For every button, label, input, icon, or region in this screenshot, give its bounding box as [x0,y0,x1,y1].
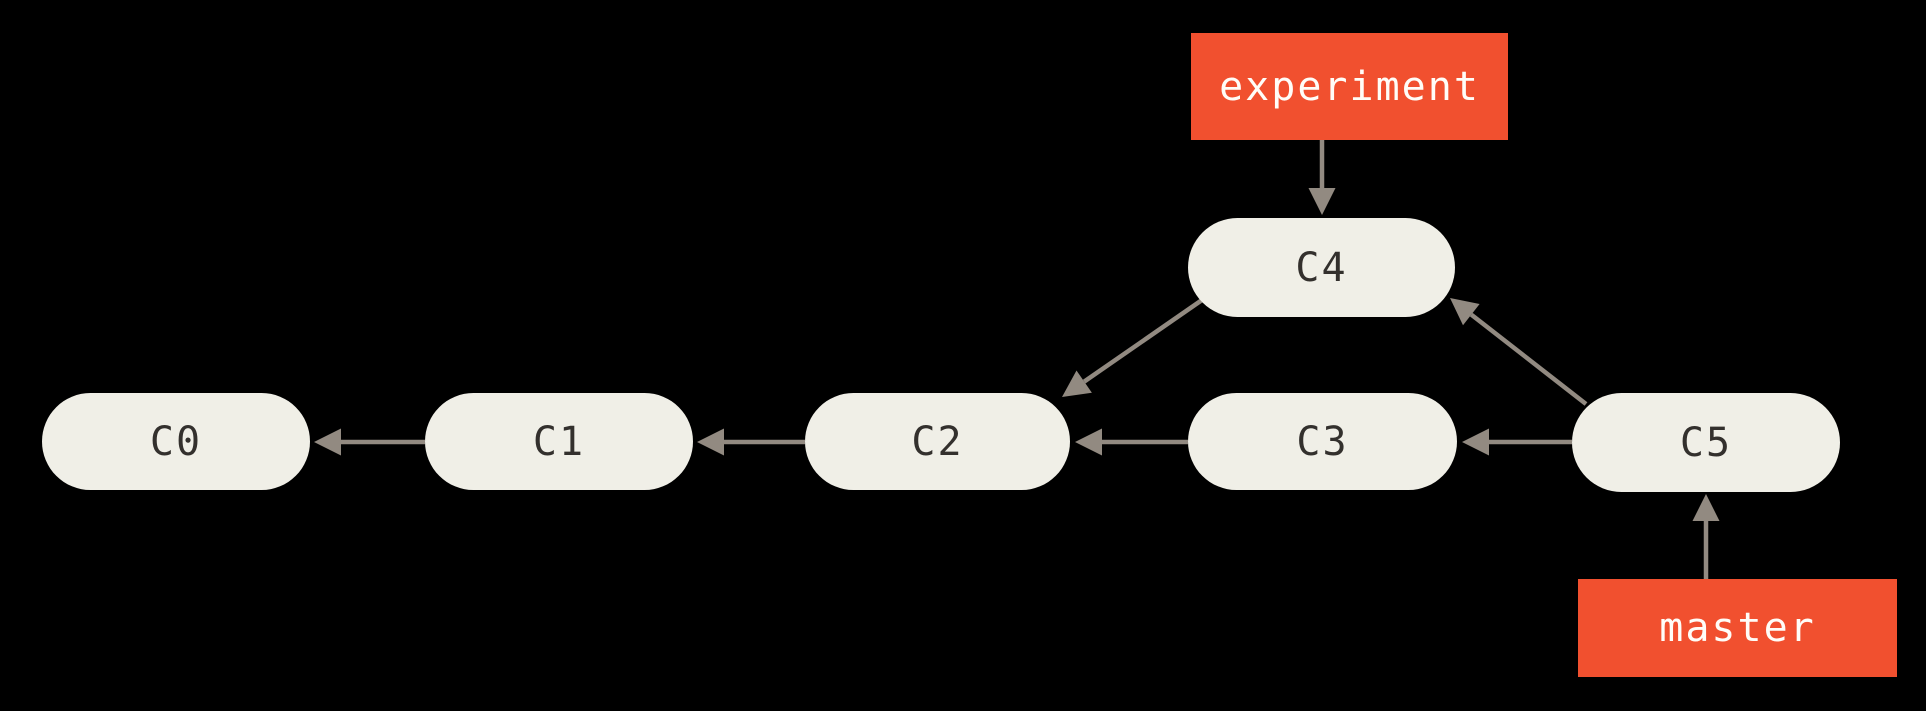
parent-arrow-c5-to-c4 [1450,298,1588,406]
arrow-head-icon [697,428,724,456]
commit-node-c3: C3 [1188,393,1457,490]
commit-node-c1: C1 [425,393,693,490]
commit-label: C5 [1679,419,1733,466]
arrow-head-icon [1308,188,1336,215]
parent-arrow-c2-to-c1 [697,428,805,456]
commit-node-c2: C2 [805,393,1070,490]
commit-node-c5: C5 [1572,393,1840,492]
commit-node-c4: C4 [1188,218,1455,317]
commit-label: C0 [149,418,203,465]
arrow-head-icon [1450,298,1480,326]
parent-arrow-experiment-to-c4 [1308,140,1336,215]
commit-label: C3 [1296,418,1349,465]
arrow-head-icon [1462,428,1489,456]
commit-node-c0: C0 [42,393,310,490]
commit-label: C1 [532,418,586,465]
branch-name: experiment [1219,63,1480,110]
branch-label-master: master [1578,579,1897,677]
arrow-head-icon [314,428,341,456]
parent-arrow-c4-to-c2 [1062,298,1204,397]
branch-name: master [1659,605,1816,651]
parent-arrow-c5-to-c3 [1462,428,1572,456]
parent-arrow-c3-to-c2 [1075,428,1188,456]
parent-arrow-c1-to-c0 [314,428,425,456]
arrow-head-icon [1075,428,1102,456]
arrow-head-icon [1692,494,1720,521]
parent-arrow-master-to-c5 [1692,494,1720,579]
branch-label-experiment: experiment [1191,33,1508,140]
arrow-head-icon [1062,370,1092,397]
commit-label: C4 [1295,244,1348,291]
arrow-line [1082,298,1204,384]
arrow-line [1469,312,1588,406]
commit-label: C2 [911,418,964,465]
